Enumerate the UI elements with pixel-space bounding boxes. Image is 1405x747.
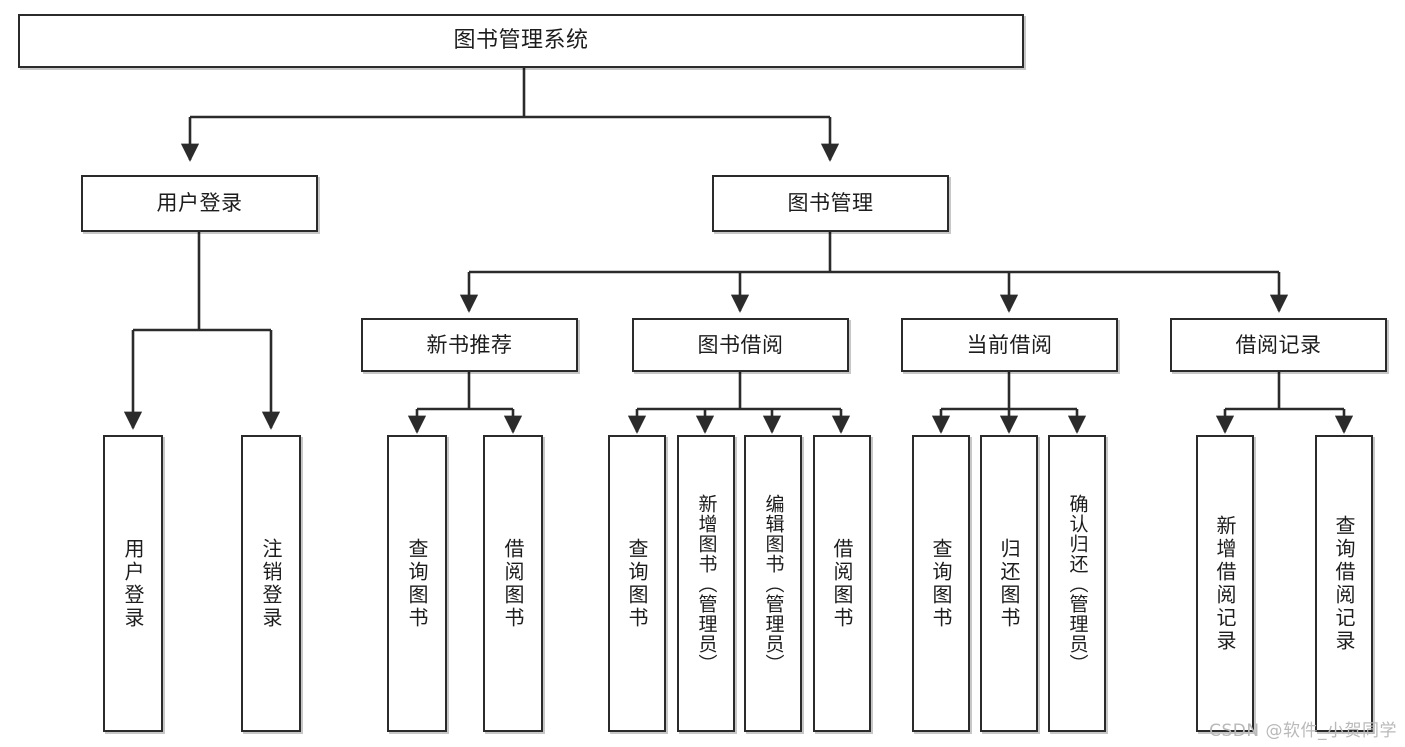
node-label: 图书管理系统 <box>453 28 589 54</box>
leaf-query-book-current[interactable]: 查询图书 <box>912 435 970 732</box>
node-user-login[interactable]: 用户登录 <box>81 175 318 232</box>
node-label: 确认归还（管理员） <box>1066 493 1089 674</box>
node-borrow-records[interactable]: 借阅记录 <box>1170 318 1387 372</box>
node-label: 注销登录 <box>259 537 283 630</box>
leaf-confirm-return-admin[interactable]: 确认归还（管理员） <box>1048 435 1106 732</box>
node-label: 借阅图书 <box>501 537 525 630</box>
node-label: 图书管理 <box>787 191 874 216</box>
leaf-user-login[interactable]: 用户登录 <box>103 435 163 732</box>
node-new-book-recommend[interactable]: 新书推荐 <box>361 318 578 372</box>
leaf-query-book-borrow[interactable]: 查询图书 <box>608 435 666 732</box>
node-label: 编辑图书（管理员） <box>762 493 785 674</box>
leaf-borrow-book[interactable]: 借阅图书 <box>813 435 871 732</box>
node-label: 归还图书 <box>997 537 1021 630</box>
leaf-return-book[interactable]: 归还图书 <box>980 435 1038 732</box>
node-label: 借阅记录 <box>1235 332 1322 357</box>
node-book-management[interactable]: 图书管理 <box>712 175 949 232</box>
node-book-borrow[interactable]: 图书借阅 <box>632 318 849 372</box>
node-label: 新增借阅记录 <box>1213 514 1237 653</box>
node-label: 借阅图书 <box>830 537 854 630</box>
leaf-edit-book-admin[interactable]: 编辑图书（管理员） <box>744 435 802 732</box>
node-label: 查询图书 <box>405 537 429 630</box>
node-label: 查询图书 <box>625 537 649 630</box>
node-label: 查询借阅记录 <box>1332 514 1356 653</box>
leaf-add-borrow-record[interactable]: 新增借阅记录 <box>1196 435 1254 732</box>
leaf-query-book-recommend[interactable]: 查询图书 <box>387 435 447 732</box>
leaf-logout[interactable]: 注销登录 <box>241 435 301 732</box>
node-label: 用户登录 <box>156 191 243 216</box>
leaf-query-borrow-record[interactable]: 查询借阅记录 <box>1315 435 1373 732</box>
watermark-text: CSDN @软件_小贺同学 <box>1209 721 1397 741</box>
node-label: 图书借阅 <box>697 332 784 357</box>
leaf-add-book-admin[interactable]: 新增图书（管理员） <box>677 435 735 732</box>
node-label: 用户登录 <box>121 537 145 630</box>
node-label: 新书推荐 <box>426 332 513 357</box>
node-label: 当前借阅 <box>966 332 1053 357</box>
node-label: 查询图书 <box>929 537 953 630</box>
node-label: 新增图书（管理员） <box>695 493 718 674</box>
leaf-borrow-book-recommend[interactable]: 借阅图书 <box>483 435 543 732</box>
node-root-system[interactable]: 图书管理系统 <box>18 14 1024 68</box>
node-current-borrow[interactable]: 当前借阅 <box>901 318 1118 372</box>
